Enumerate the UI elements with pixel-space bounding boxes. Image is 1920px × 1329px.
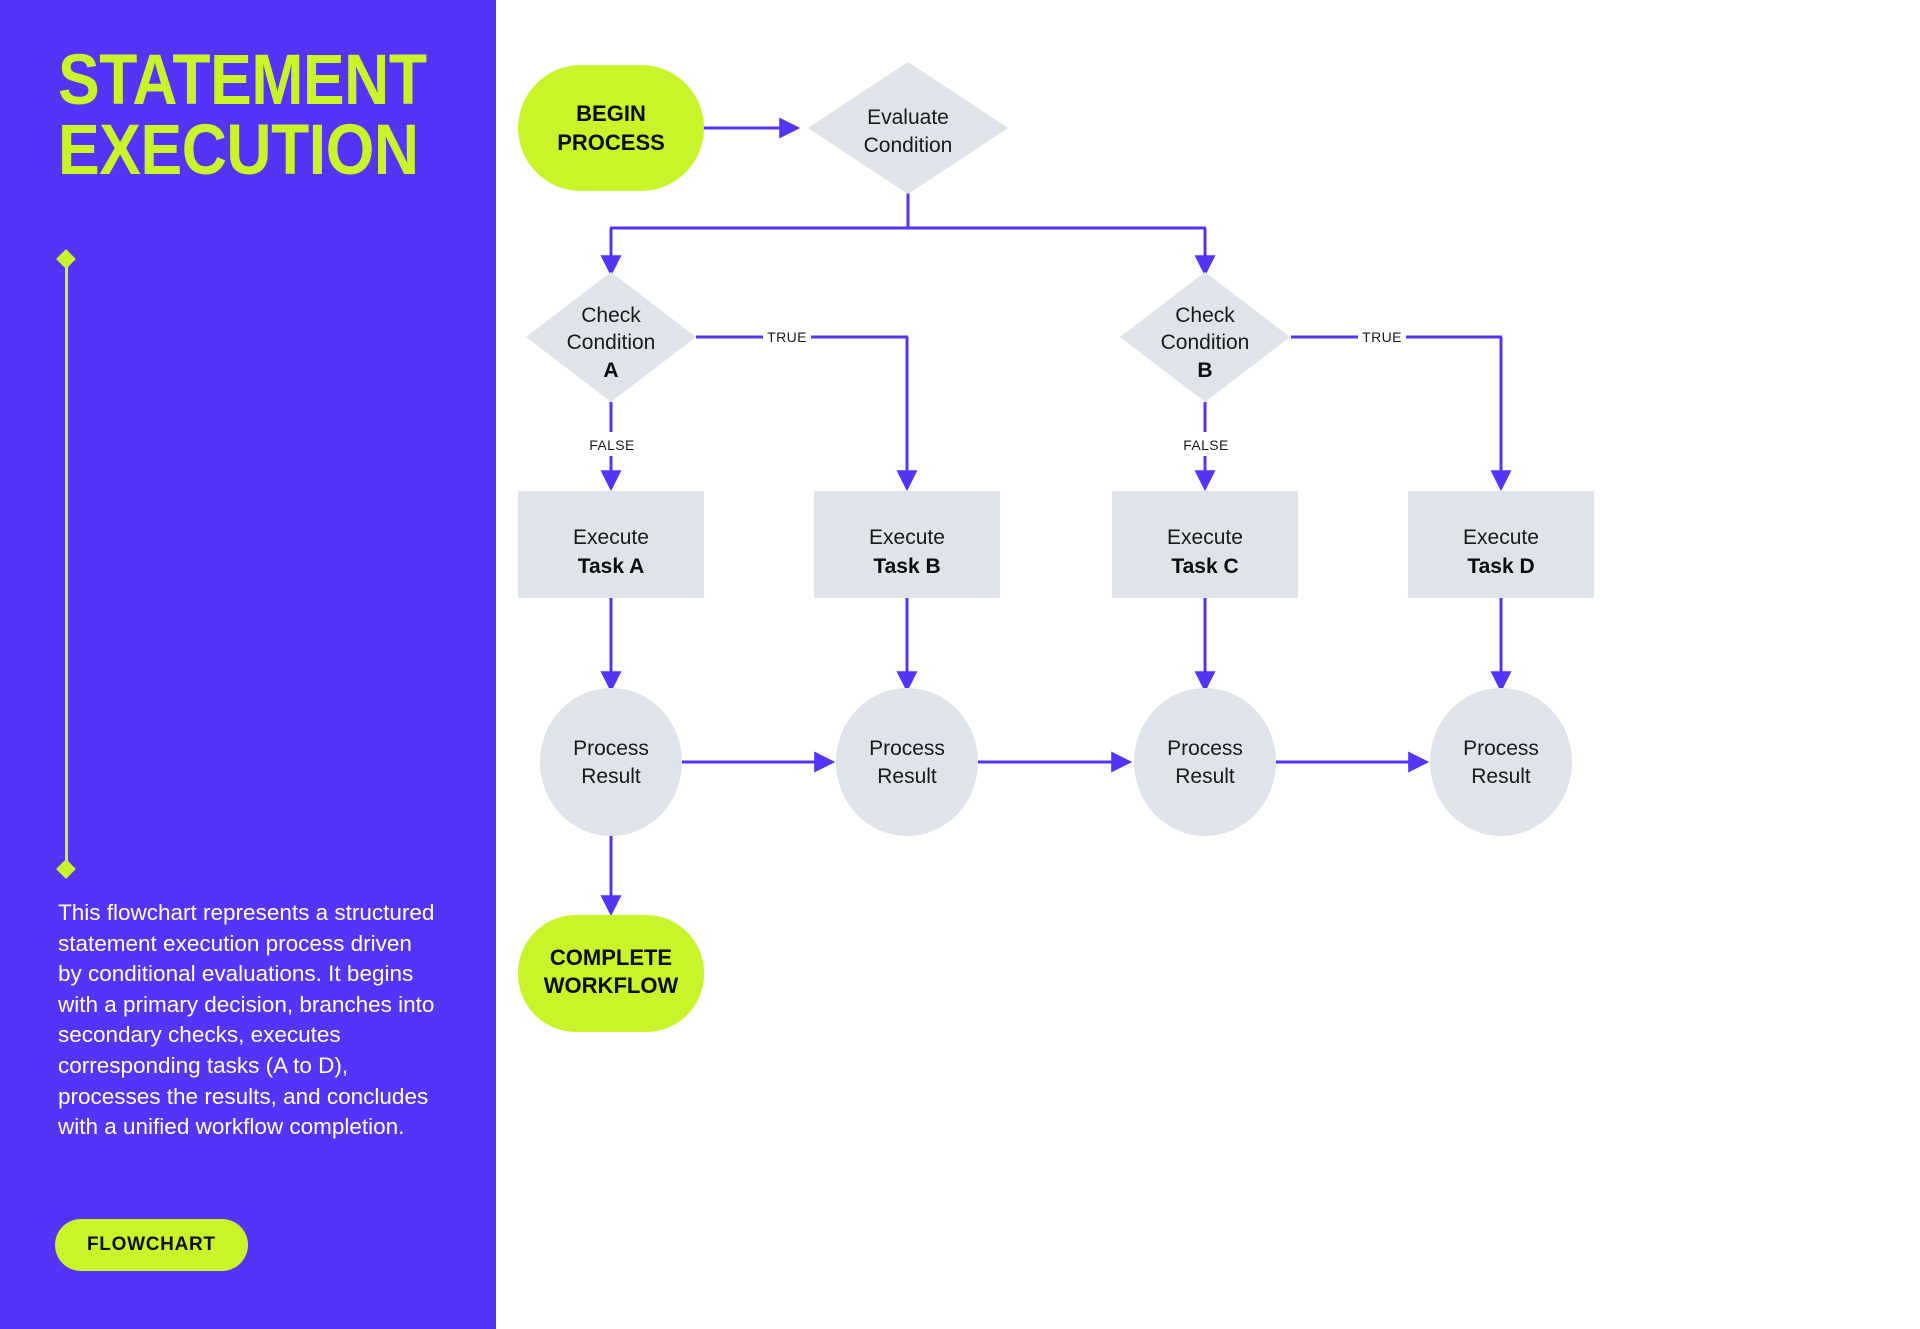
process-result-d-label-line2: Result (1471, 765, 1531, 788)
process-result-c-shape (1134, 688, 1276, 836)
execute-task-a-shape (518, 491, 704, 598)
begin-process-shape (518, 65, 704, 191)
check-condition-a-shape (526, 272, 696, 402)
edge-label-b-true: TRUE (1362, 329, 1402, 345)
node-execute-task-a[interactable]: Execute Task A (518, 491, 704, 598)
execute-task-b-label-line1: Execute (869, 526, 945, 549)
process-result-b-shape (836, 688, 978, 836)
check-condition-a-label-line1: Check (581, 304, 641, 327)
check-condition-b-label-line1: Check (1175, 304, 1235, 327)
execute-task-c-label-line2: Task C (1171, 555, 1238, 578)
diamond-bottom-icon (56, 859, 76, 879)
evaluate-condition-label-line2: Condition (864, 134, 953, 157)
edge-label-a-false: FALSE (589, 437, 635, 453)
edge-label-b-false-bg (1178, 434, 1234, 456)
node-evaluate-condition[interactable]: Evaluate Condition (808, 62, 1008, 194)
complete-workflow-label-line2: WORKFLOW (544, 973, 679, 998)
node-execute-task-b[interactable]: Execute Task B (814, 491, 1000, 598)
complete-workflow-label-line1: COMPLETE (550, 945, 672, 970)
complete-workflow-shape (518, 915, 704, 1032)
check-condition-b-label-line3: B (1197, 359, 1212, 382)
execute-task-c-label-line1: Execute (1167, 526, 1243, 549)
evaluate-condition-shape (808, 62, 1008, 194)
flowchart-svg: TRUE FALSE TRUE FALSE BEGIN PROCESS Eval… (518, 62, 1594, 1032)
check-condition-a-label-line2: Condition (567, 331, 656, 354)
edge-label-layer: TRUE FALSE TRUE FALSE (584, 326, 1406, 456)
execute-task-d-shape (1408, 491, 1594, 598)
process-result-a-shape (540, 688, 682, 836)
node-begin-process[interactable]: BEGIN PROCESS (518, 65, 704, 191)
edge-label-b-false: FALSE (1183, 437, 1229, 453)
check-condition-b-label-line2: Condition (1161, 331, 1250, 354)
node-process-result-a[interactable]: Process Result (540, 688, 682, 836)
node-check-condition-b[interactable]: Check Condition B (1120, 272, 1290, 402)
edge-label-a-true: TRUE (767, 329, 807, 345)
sidebar-divider (56, 249, 76, 892)
process-result-a-label-line2: Result (581, 765, 641, 788)
edge-label-a-false-bg (584, 434, 640, 456)
process-result-d-label-line1: Process (1463, 737, 1539, 760)
node-check-condition-a[interactable]: Check Condition A (526, 272, 696, 402)
check-condition-b-shape (1120, 272, 1290, 402)
execute-task-b-shape (814, 491, 1000, 598)
execute-task-b-label-line2: Task B (873, 555, 940, 578)
begin-process-label-line1: BEGIN (576, 101, 646, 126)
node-execute-task-d[interactable]: Execute Task D (1408, 491, 1594, 598)
execute-task-d-label-line2: Task D (1467, 555, 1534, 578)
node-process-result-d[interactable]: Process Result (1430, 688, 1572, 836)
execute-task-a-label-line2: Task A (578, 555, 645, 578)
node-complete-workflow[interactable]: COMPLETE WORKFLOW (518, 915, 704, 1032)
node-process-result-b[interactable]: Process Result (836, 688, 978, 836)
flowchart-badge: FLOWCHART (55, 1219, 248, 1271)
check-condition-a-label-line3: A (603, 359, 618, 382)
sidebar-description: This flowchart represents a structured s… (58, 900, 435, 1140)
connector-layer (600, 117, 1512, 917)
execute-task-c-shape (1112, 491, 1298, 598)
divider-line (65, 262, 68, 872)
process-result-c-label-line2: Result (1175, 765, 1235, 788)
begin-process-label-line2: PROCESS (557, 130, 665, 155)
process-result-b-label-line1: Process (869, 737, 945, 760)
node-execute-task-c[interactable]: Execute Task C (1112, 491, 1298, 598)
process-result-d-shape (1430, 688, 1572, 836)
edge-label-b-true-bg (1358, 326, 1406, 348)
page-title: STATEMENT EXECUTION (58, 41, 427, 190)
execute-task-d-label-line1: Execute (1463, 526, 1539, 549)
evaluate-condition-label-line1: Evaluate (867, 106, 949, 129)
process-result-a-label-line1: Process (573, 737, 649, 760)
sidebar: STATEMENT EXECUTION This flowchart repre… (0, 0, 496, 1329)
node-process-result-c[interactable]: Process Result (1134, 688, 1276, 836)
edge-label-a-true-bg (763, 326, 811, 348)
execute-task-a-label-line1: Execute (573, 526, 649, 549)
process-result-c-label-line1: Process (1167, 737, 1243, 760)
process-result-b-label-line2: Result (877, 765, 937, 788)
flowchart-canvas: TRUE FALSE TRUE FALSE BEGIN PROCESS Eval… (496, 0, 1920, 1329)
